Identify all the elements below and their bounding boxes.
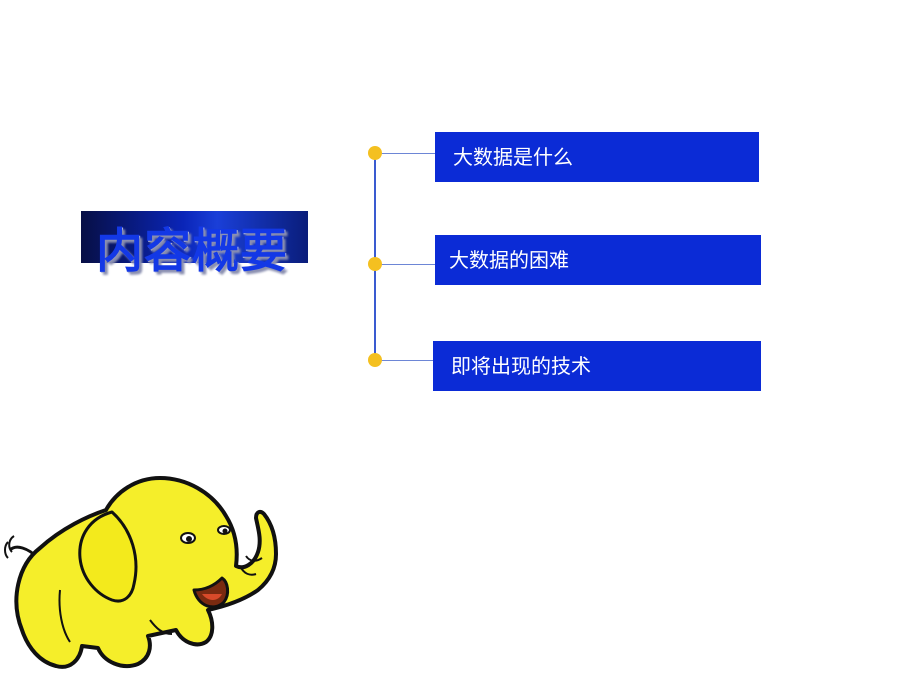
bullet-dot-2 (368, 257, 382, 271)
agenda-item-label: 大数据的困难 (449, 248, 569, 272)
agenda-item-3[interactable]: 即将出现的技术 (433, 341, 761, 391)
agenda-item-2[interactable]: 大数据的困难 (435, 235, 761, 285)
slide-title: 内容概要 (96, 224, 288, 279)
agenda-item-label: 即将出现的技术 (451, 354, 591, 378)
connector-line-3 (376, 360, 433, 361)
title-background (81, 211, 308, 263)
connector-line-1 (376, 153, 435, 154)
bullet-dot-3 (368, 353, 382, 367)
bullet-dot-1 (368, 146, 382, 160)
connector-line-2 (376, 264, 435, 265)
hadoop-elephant-icon (4, 476, 278, 669)
agenda-item-1[interactable]: 大数据是什么 (435, 132, 759, 182)
agenda-item-label: 大数据是什么 (453, 145, 573, 169)
